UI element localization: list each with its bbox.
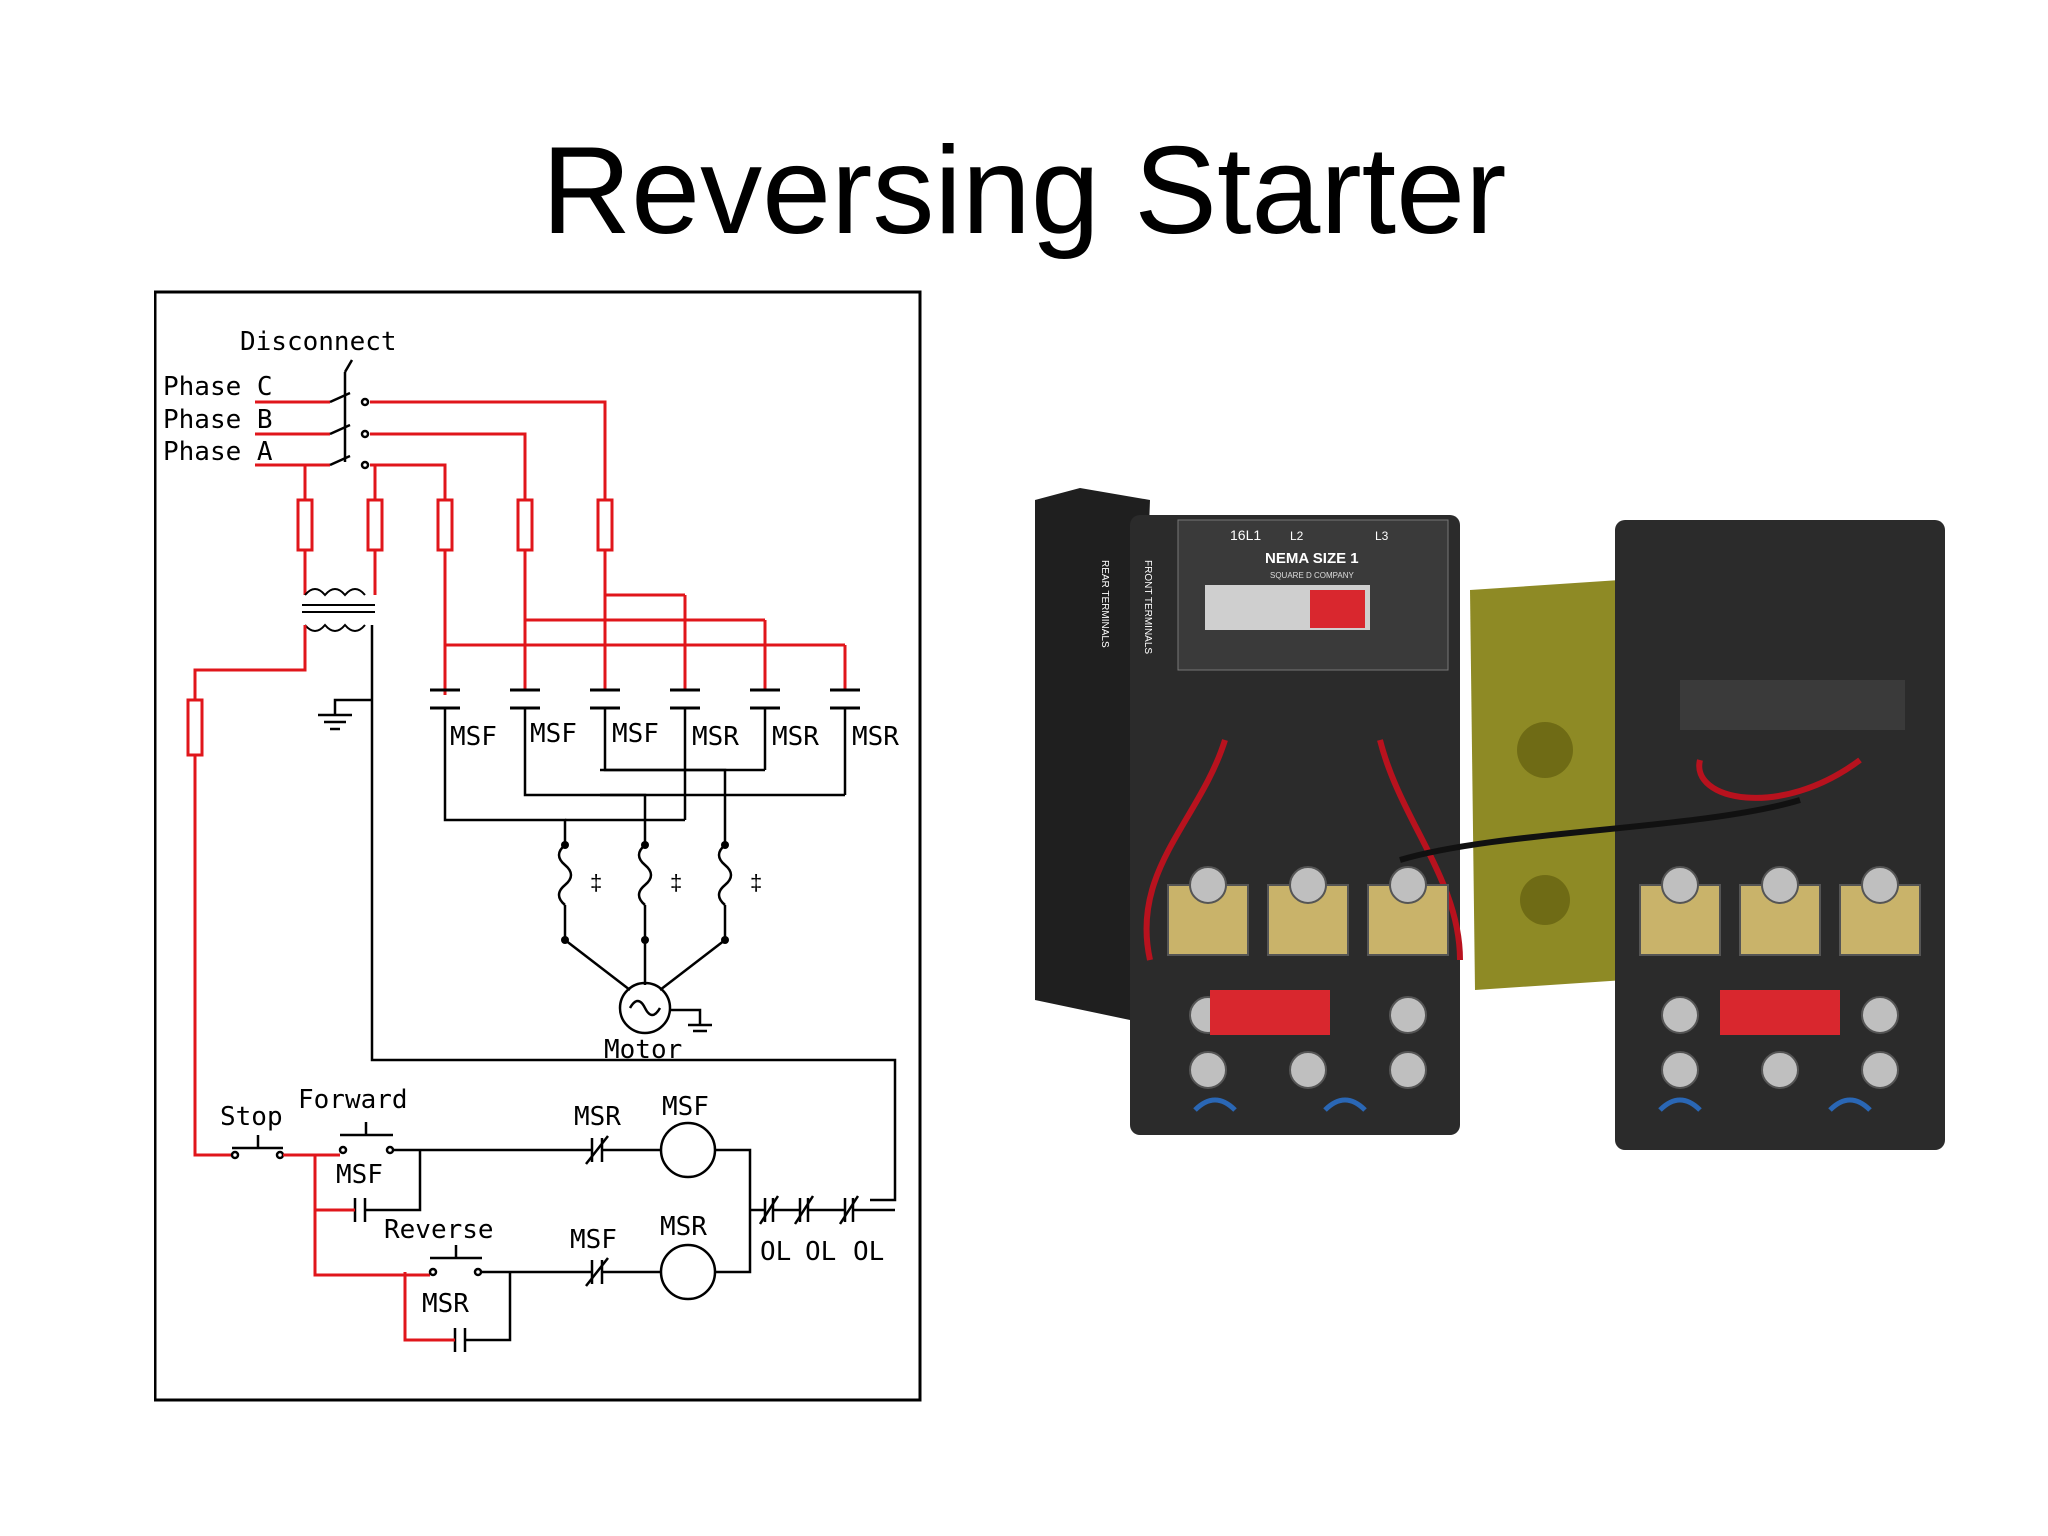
nameplate-brand: SQUARE D COMPANY bbox=[1270, 571, 1355, 580]
diagram-frame bbox=[154, 290, 922, 1402]
overload-label-2: OL bbox=[805, 1237, 836, 1267]
left-side-block bbox=[1035, 488, 1150, 1020]
disconnect-switch bbox=[329, 359, 370, 470]
mounting-plate bbox=[1470, 580, 1625, 990]
overload-label-1: OL bbox=[760, 1237, 791, 1267]
left-overload-bar bbox=[1210, 990, 1330, 1035]
svg-text:‡: ‡ bbox=[670, 870, 682, 895]
nameplate-size: NEMA SIZE 1 bbox=[1265, 550, 1359, 567]
right-overload-bar bbox=[1720, 990, 1840, 1035]
reverse-label: Reverse bbox=[384, 1215, 494, 1245]
wiring-diagram: Disconnect Phase C Phase B Phase A bbox=[154, 290, 922, 1402]
motor-label: Motor bbox=[604, 1035, 682, 1065]
reversing-starter-photo: 16L1 NEMA SIZE 1 SQUARE D COMPANY L2 L3 … bbox=[1035, 488, 1945, 1150]
slide-title: Reversing Starter bbox=[541, 122, 1507, 260]
reverse-coil-label: MSR bbox=[660, 1212, 707, 1242]
heater-marks: ‡ ‡ ‡ bbox=[561, 841, 762, 944]
svg-text:‡: ‡ bbox=[750, 870, 762, 895]
disconnect-label: Disconnect bbox=[240, 327, 397, 357]
reverse-holding-label: MSR bbox=[422, 1289, 469, 1319]
contactor-label-1: MSF bbox=[450, 722, 497, 752]
contactor-label-6: MSR bbox=[852, 722, 899, 752]
ground-symbol bbox=[318, 698, 372, 731]
phase-c-label: Phase C bbox=[163, 372, 273, 402]
side-label-rear: REAR TERMINALS bbox=[1099, 560, 1110, 648]
right-terminals bbox=[1639, 866, 1921, 1089]
overload-contacts bbox=[750, 1195, 895, 1225]
phase-b-label: Phase B bbox=[163, 405, 273, 435]
wires bbox=[1143, 739, 1862, 961]
contactor-label-5: MSR bbox=[772, 722, 819, 752]
forward-interlock-contact bbox=[580, 1135, 660, 1165]
forward-coil-label: MSF bbox=[662, 1092, 709, 1122]
reverse-button bbox=[428, 1245, 483, 1277]
control-transformer bbox=[302, 588, 375, 632]
forward-interlock-label: MSR bbox=[574, 1102, 621, 1132]
reverse-interlock-label: MSF bbox=[570, 1225, 617, 1255]
contactor-label-4: MSR bbox=[692, 722, 739, 752]
side-label-front: FRONT TERMINALS bbox=[1142, 560, 1153, 654]
nameplate-code: 16L1 bbox=[1230, 527, 1261, 543]
forward-holding-label: MSF bbox=[336, 1160, 383, 1190]
reverse-interlock-contact bbox=[580, 1257, 660, 1287]
red-nameplate-block bbox=[1310, 590, 1365, 628]
phase-a-label: Phase A bbox=[163, 437, 273, 467]
contactor-label-2: MSF bbox=[530, 719, 577, 749]
phase-conductors bbox=[255, 400, 607, 500]
terminal-label-l3: L3 bbox=[1375, 529, 1389, 543]
forward-label: Forward bbox=[298, 1085, 408, 1115]
overload-label-3: OL bbox=[853, 1237, 884, 1267]
svg-text:‡: ‡ bbox=[590, 870, 602, 895]
contactor-label-3: MSF bbox=[612, 719, 659, 749]
stop-label: Stop bbox=[220, 1102, 283, 1132]
bottom-wires bbox=[1193, 1097, 1872, 1112]
overload-heaters bbox=[557, 844, 733, 991]
terminal-label-l2: L2 bbox=[1290, 529, 1304, 543]
load-wiring bbox=[443, 708, 847, 845]
motor-symbol bbox=[618, 981, 712, 1035]
right-contactor bbox=[1615, 520, 1945, 1150]
